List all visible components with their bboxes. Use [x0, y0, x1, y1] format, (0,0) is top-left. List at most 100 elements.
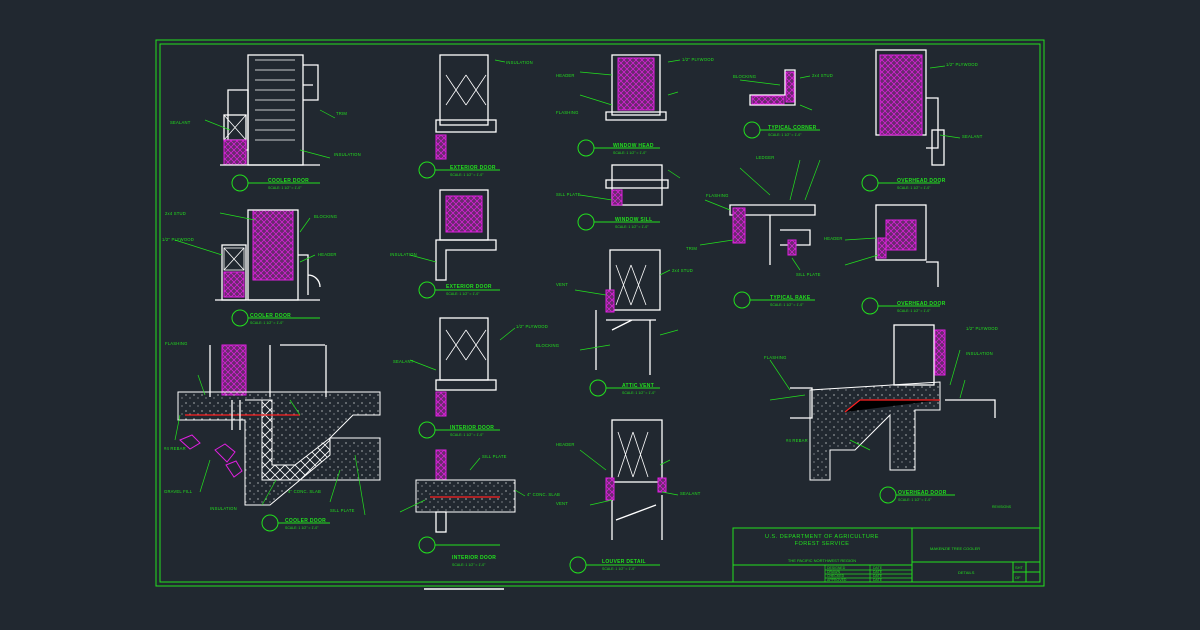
detail-interior-door-2 [399, 449, 526, 554]
checked-row: CHECKED [827, 574, 845, 578]
note: SEALANT [393, 359, 414, 364]
note: FLASHING [764, 355, 787, 360]
detail-cooler-door-1 [220, 54, 320, 192]
note: INSULATION [334, 152, 361, 157]
note: SEALANT [680, 491, 701, 496]
note: HEADER [318, 252, 337, 257]
detail-title: WINDOW SILL [615, 217, 652, 223]
detail-overhead-door-slab [769, 324, 996, 504]
detail-title: TYPICAL RAKE [770, 295, 811, 301]
detail-scale: SCALE: 1 1/2" = 1'-0" [897, 186, 931, 190]
detail-title: WINDOW HEAD [613, 143, 654, 149]
note: SILL PLATE [796, 272, 821, 277]
note: #4 REBAR [786, 438, 808, 443]
detail-exterior-door-2 [409, 189, 500, 299]
note: 2x4 STUD [672, 268, 693, 273]
detail-scale: SCALE: 1 1/2" = 1'-0" [615, 225, 649, 229]
detail-scale: SCALE: 1 1/2" = 1'-0" [768, 133, 802, 137]
sheet-border [155, 39, 1045, 587]
note: FLASHING [165, 341, 188, 346]
note: VENT [556, 501, 568, 506]
note: 4" CONC. SLAB [527, 492, 560, 497]
detail-scale: SCALE: 1 1/2" = 1'-0" [450, 433, 484, 437]
note: TRIM [686, 246, 697, 251]
detail-title: COOLER DOOR [250, 313, 291, 319]
note: TRIM [336, 111, 347, 116]
detail-title: OVERHEAD DOOR [898, 490, 947, 496]
date-label: DATE [873, 578, 883, 582]
note: INSULATION [390, 252, 417, 257]
note: FLASHING [556, 110, 579, 115]
note: 1/2" PLYWOOD [966, 326, 998, 331]
note: GRAVEL FILL [164, 489, 193, 494]
detail-overhead-door-2 [844, 204, 940, 315]
detail-title: INTERIOR DOOR [452, 555, 496, 561]
detail-interior-door-1 [409, 317, 516, 439]
note: HEADER [556, 442, 575, 447]
title-agency: U.S. DEPARTMENT OF AGRICULTURE [765, 534, 879, 540]
note: SILL PLATE [482, 454, 507, 459]
detail-title: OVERHEAD DOOR [897, 178, 946, 184]
detail-window-sill [577, 164, 681, 231]
note: SEALANT [170, 120, 191, 125]
designed-row: DESIGNED [827, 566, 846, 570]
note: INSULATION [506, 60, 533, 65]
detail-scale: SCALE: 1 1/2" = 1'-0" [770, 303, 804, 307]
detail-title: EXTERIOR DOOR [446, 284, 492, 290]
detail-window-head [577, 54, 681, 157]
detail-scale: SCALE: 1 1/2" = 1'-0" [622, 391, 656, 395]
detail-title: ATTIC VENT [622, 383, 654, 389]
detail-typical-rake [699, 159, 821, 309]
note: BLOCKING [314, 214, 337, 219]
callouts-1 [204, 109, 336, 159]
note: HEADER [556, 73, 575, 78]
detail-attic-vent [574, 249, 679, 397]
drawn-row: DRAWN [827, 570, 841, 574]
note: SEALANT [962, 134, 983, 139]
of-label: OF [1015, 575, 1021, 580]
detail-scale: SCALE: 1 1/2" = 1'-0" [450, 173, 484, 177]
detail-exterior-door-1 [418, 54, 506, 179]
detail-louver [569, 419, 679, 574]
detail-cooler-door-2 [174, 209, 321, 327]
title-service: FOREST SERVICE [795, 541, 850, 547]
detail-title: TYPICAL CORNER [768, 125, 817, 131]
detail-scale: SCALE: 1 1/2" = 1'-0" [898, 498, 932, 502]
detail-title: LOUVER DETAIL [602, 559, 646, 565]
note: BLOCKING [733, 74, 756, 79]
detail-cooler-door-slab [174, 344, 381, 532]
note: #4 REBAR [164, 446, 186, 451]
detail-scale: SCALE: 1 1/2" = 1'-0" [446, 292, 480, 296]
note: 1/2" PLYWOOD [946, 62, 978, 67]
note: BLOCKING [536, 343, 559, 348]
detail-scale: SCALE: 1 1/2" = 1'-0" [897, 309, 931, 313]
detail-title: EXTERIOR DOOR [450, 165, 496, 171]
note: 2x4 STUD [165, 211, 186, 216]
note: SILL PLATE [556, 192, 581, 197]
note: 1/2" PLYWOOD [516, 324, 548, 329]
note: INSULATION [966, 351, 993, 356]
approved-row: APPROVED [827, 578, 847, 582]
date-label: DATE [873, 566, 883, 570]
detail-scale: SCALE: 1 1/2" = 1'-0" [613, 151, 647, 155]
detail-typical-corner [739, 69, 820, 139]
note: 1/2" PLYWOOD [682, 57, 714, 62]
drawing-name: DETAILS [958, 570, 975, 575]
detail-scale: SCALE: 1 1/2" = 1'-0" [250, 321, 284, 325]
detail-scale: SCALE: 1 1/2" = 1'-0" [285, 526, 319, 530]
date-label: DATE [873, 574, 883, 578]
note: FLASHING [706, 193, 729, 198]
detail-scale: SCALE: 1 1/2" = 1'-0" [268, 186, 302, 190]
detail-overhead-door-1 [861, 49, 961, 192]
note: HEADER [824, 236, 843, 241]
note: INSULATION [210, 506, 237, 511]
note: 2x4 STUD [812, 73, 833, 78]
revisions-label: REVISIONS [992, 505, 1012, 509]
detail-title: COOLER DOOR [285, 518, 326, 524]
title-region: THE PACIFIC NORTHWEST REGION [788, 558, 856, 563]
date-label: DATE [873, 570, 883, 574]
note: 4" CONC. SLAB [288, 489, 321, 494]
note: 1/2" PLYWOOD [162, 237, 194, 242]
note: VENT [556, 282, 568, 287]
